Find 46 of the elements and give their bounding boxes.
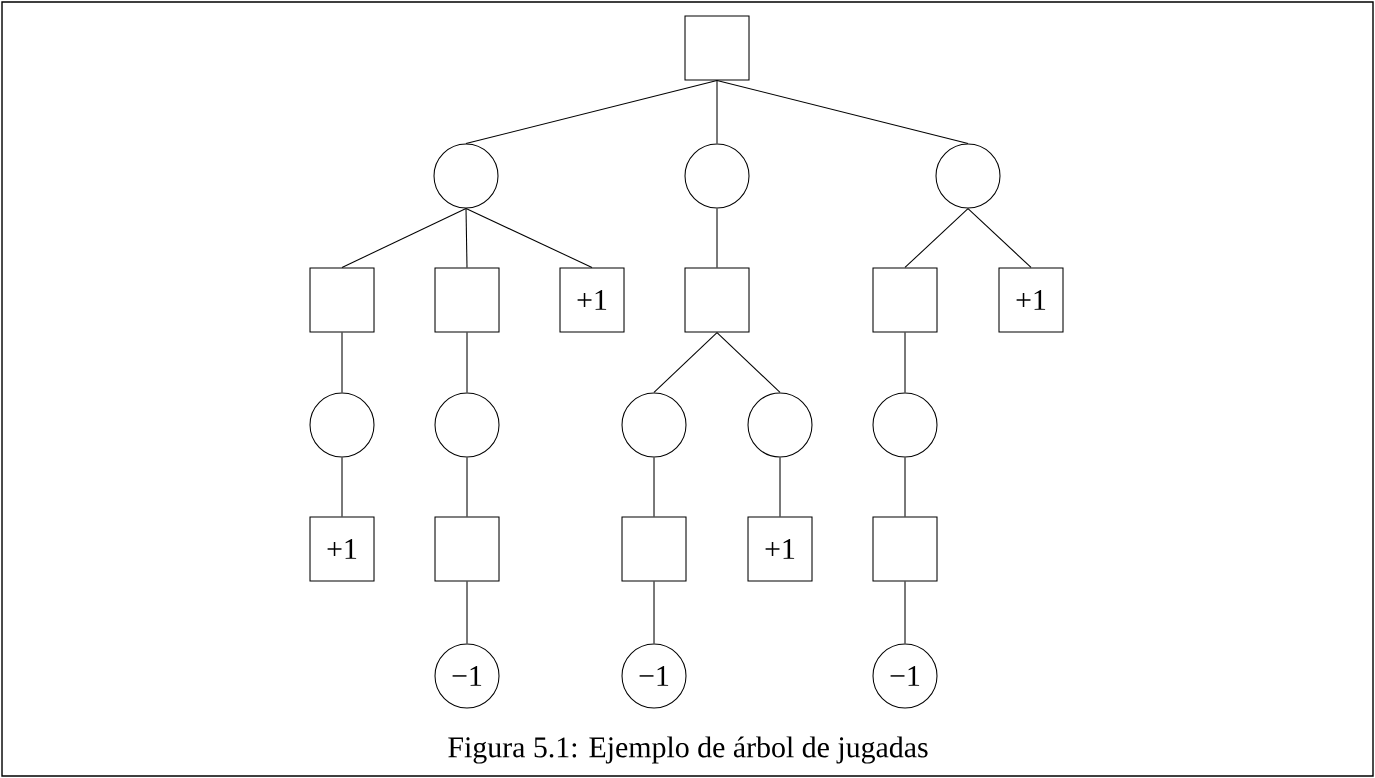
connector-line [904,208,969,268]
circle-node [309,392,375,458]
connector-line [653,581,655,644]
circle-node [872,392,938,458]
circle-node: −1 [621,643,687,709]
connector-line [341,332,343,393]
circle-node [935,143,1001,209]
square-node [684,267,750,333]
connector-line [716,80,718,144]
connector-line [465,208,468,268]
connector-line [716,80,969,144]
circle-node [747,392,813,458]
square-node: +1 [559,267,625,333]
square-node [684,15,750,81]
square-node: +1 [747,516,813,582]
connector-line [466,581,468,644]
circle-node [684,143,750,209]
connector-line [466,457,468,517]
connector-line [779,457,781,517]
circle-node [433,143,499,209]
square-node: +1 [998,267,1064,333]
square-node [872,516,938,582]
circle-node [621,392,687,458]
connector-line [716,332,781,393]
connector-line [465,80,718,144]
connector-line [904,332,906,393]
connector-line [653,457,655,517]
square-node [872,267,938,333]
figure-caption: Figura 5.1: Ejemplo de árbol de jugadas [448,736,928,764]
connector-line [466,332,468,393]
connector-line [967,208,1032,268]
circle-node: −1 [434,643,500,709]
square-node [309,267,375,333]
connector-line [341,457,343,517]
circle-node: −1 [872,643,938,709]
circle-node [434,392,500,458]
connector-line [653,332,718,393]
square-node [434,267,500,333]
connector-line [904,457,906,517]
square-node [434,516,500,582]
connector-line [716,208,718,268]
square-node [621,516,687,582]
square-node: +1 [309,516,375,582]
connector-line [465,208,593,268]
connector-line [341,208,467,268]
connector-line [904,581,906,644]
